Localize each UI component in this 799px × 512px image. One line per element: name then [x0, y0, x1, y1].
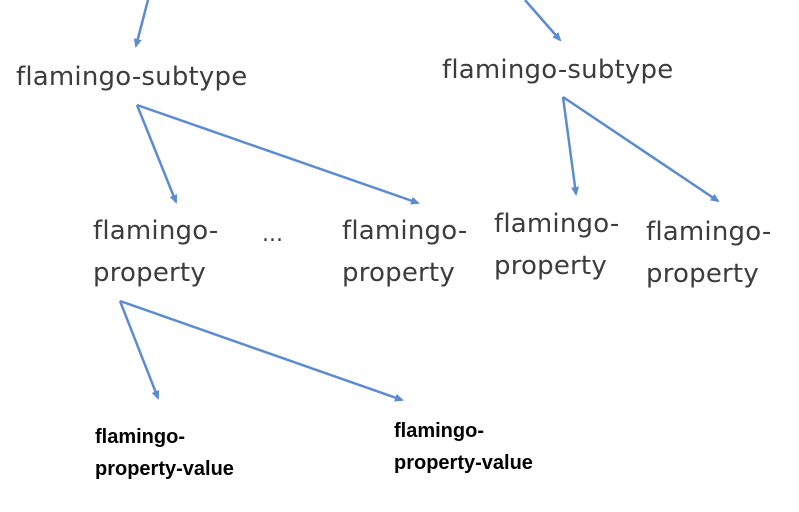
edge-property-1-to-value-2 [119, 299, 404, 402]
property-3-line-1: flamingo- [494, 209, 620, 239]
edge-property-1-to-value-1 [118, 300, 160, 400]
ellipsis: ... [262, 222, 283, 247]
property-4-line-2: property [646, 259, 759, 289]
ellipsis-text: ... [262, 222, 283, 247]
value-1-line-2: property-value [95, 458, 234, 480]
edge-root-to-subtype-right [524, 0, 562, 42]
property-node-3: flamingo- property [494, 203, 619, 287]
property-4-line-1: flamingo- [646, 217, 772, 247]
property-1-line-1: flamingo- [93, 216, 219, 246]
property-1-line-2: property [93, 258, 206, 288]
property-node-4: flamingo- property [646, 211, 771, 295]
value-1-line-1: flamingo- [95, 426, 185, 448]
edge-subtype-right-to-property-3 [561, 96, 580, 196]
property-node-2: flamingo- property [342, 210, 467, 294]
edge-subtype-right-to-property-4 [562, 95, 720, 203]
value-2-line-1: flamingo- [394, 420, 484, 442]
edge-subtype-left-to-property-1 [135, 104, 178, 204]
value-2-line-2: property-value [394, 452, 533, 474]
property-value-node-2: flamingo- property-value [394, 415, 533, 479]
property-value-node-1: flamingo- property-value [95, 421, 234, 485]
subtype-node-right: flamingo-subtype [442, 49, 673, 91]
property-2-line-1: flamingo- [342, 216, 468, 246]
subtype-node-left: flamingo-subtype [16, 56, 247, 98]
subtype-left-label: flamingo-subtype [16, 62, 248, 92]
subtype-right-label: flamingo-subtype [442, 55, 674, 85]
property-2-line-2: property [342, 258, 455, 288]
property-3-line-2: property [494, 251, 607, 281]
edge-root-to-subtype-left [133, 0, 150, 48]
property-node-1: flamingo- property [93, 210, 218, 294]
edge-subtype-left-to-property-2 [136, 103, 420, 205]
